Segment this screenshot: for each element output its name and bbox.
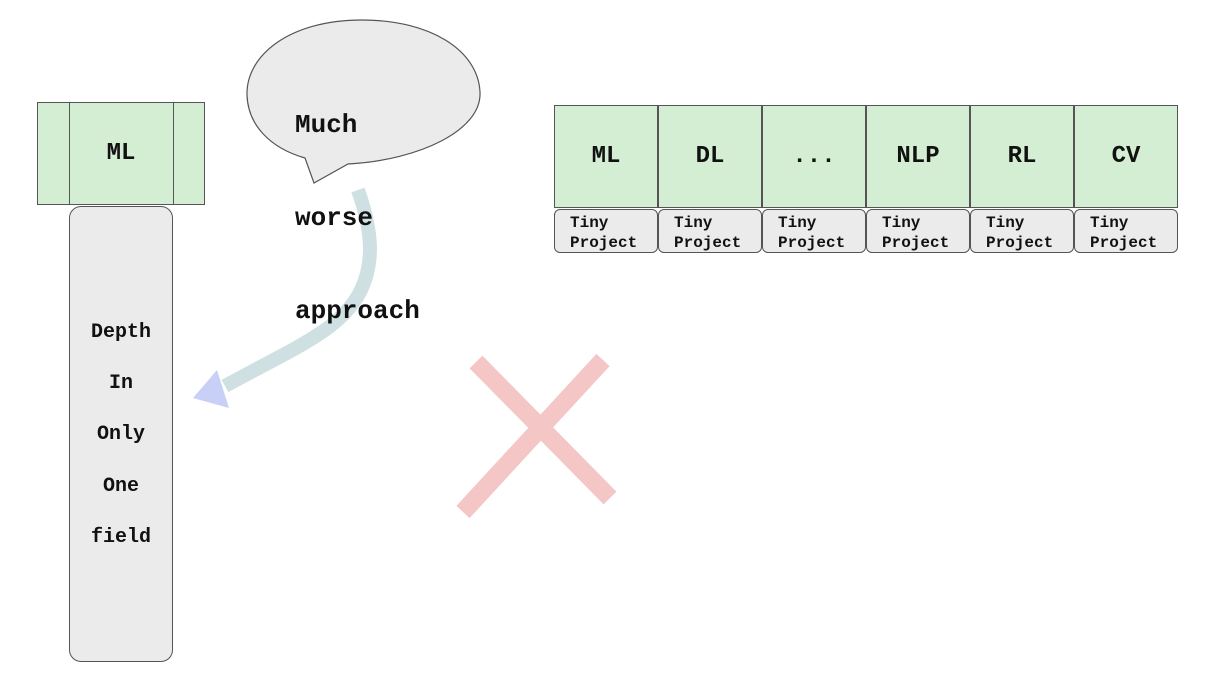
project-line: Project: [674, 234, 742, 252]
tiny-project-cell: Tiny Project: [970, 209, 1074, 253]
tiny-project-cell: Tiny Project: [658, 209, 762, 253]
project-line: Tiny: [882, 214, 921, 232]
depth-word: One: [102, 475, 139, 498]
field-cell: ML: [554, 105, 658, 208]
curved-arrow-icon: [221, 187, 377, 393]
speech-bubble-icon: [246, 19, 481, 184]
depth-column: Depth In Only One field: [69, 206, 173, 662]
speech-bubble-text: Much worse approach: [295, 48, 420, 389]
breadth-row: ML DL ... NLP RL CV Tiny Project Tiny Pr…: [554, 105, 1178, 253]
single-field-box: ML: [37, 102, 205, 205]
tiny-project-cell: Tiny Project: [1074, 209, 1178, 253]
project-line: Project: [570, 234, 638, 252]
depth-word: In: [108, 372, 133, 395]
tiny-project-cell: Tiny Project: [554, 209, 658, 253]
field-cell: CV: [1074, 105, 1178, 208]
project-line: Project: [1090, 234, 1158, 252]
project-line: Project: [986, 234, 1054, 252]
single-field-label: ML: [106, 140, 136, 167]
project-line: Tiny: [778, 214, 817, 232]
project-line: Tiny: [570, 214, 609, 232]
tiny-project-cell: Tiny Project: [762, 209, 866, 253]
tiny-project-cell: Tiny Project: [866, 209, 970, 253]
depth-word: Only: [96, 423, 145, 446]
depth-word: Depth: [90, 321, 151, 344]
project-line: Project: [778, 234, 846, 252]
cross-mark-icon: [456, 353, 617, 519]
field-cell: ...: [762, 105, 866, 208]
arrow-head-icon: [193, 370, 229, 408]
field-cell: DL: [658, 105, 762, 208]
depth-word: field: [90, 526, 151, 549]
project-line: Tiny: [674, 214, 713, 232]
project-line: Project: [882, 234, 950, 252]
bubble-line: worse: [295, 203, 374, 233]
field-cell: NLP: [866, 105, 970, 208]
bubble-line: approach: [295, 296, 420, 326]
box-divider: [69, 103, 70, 204]
project-line: Tiny: [986, 214, 1025, 232]
project-line: Tiny: [1090, 214, 1129, 232]
box-divider: [173, 103, 174, 204]
bubble-line: Much: [295, 110, 358, 140]
field-cell: RL: [970, 105, 1074, 208]
